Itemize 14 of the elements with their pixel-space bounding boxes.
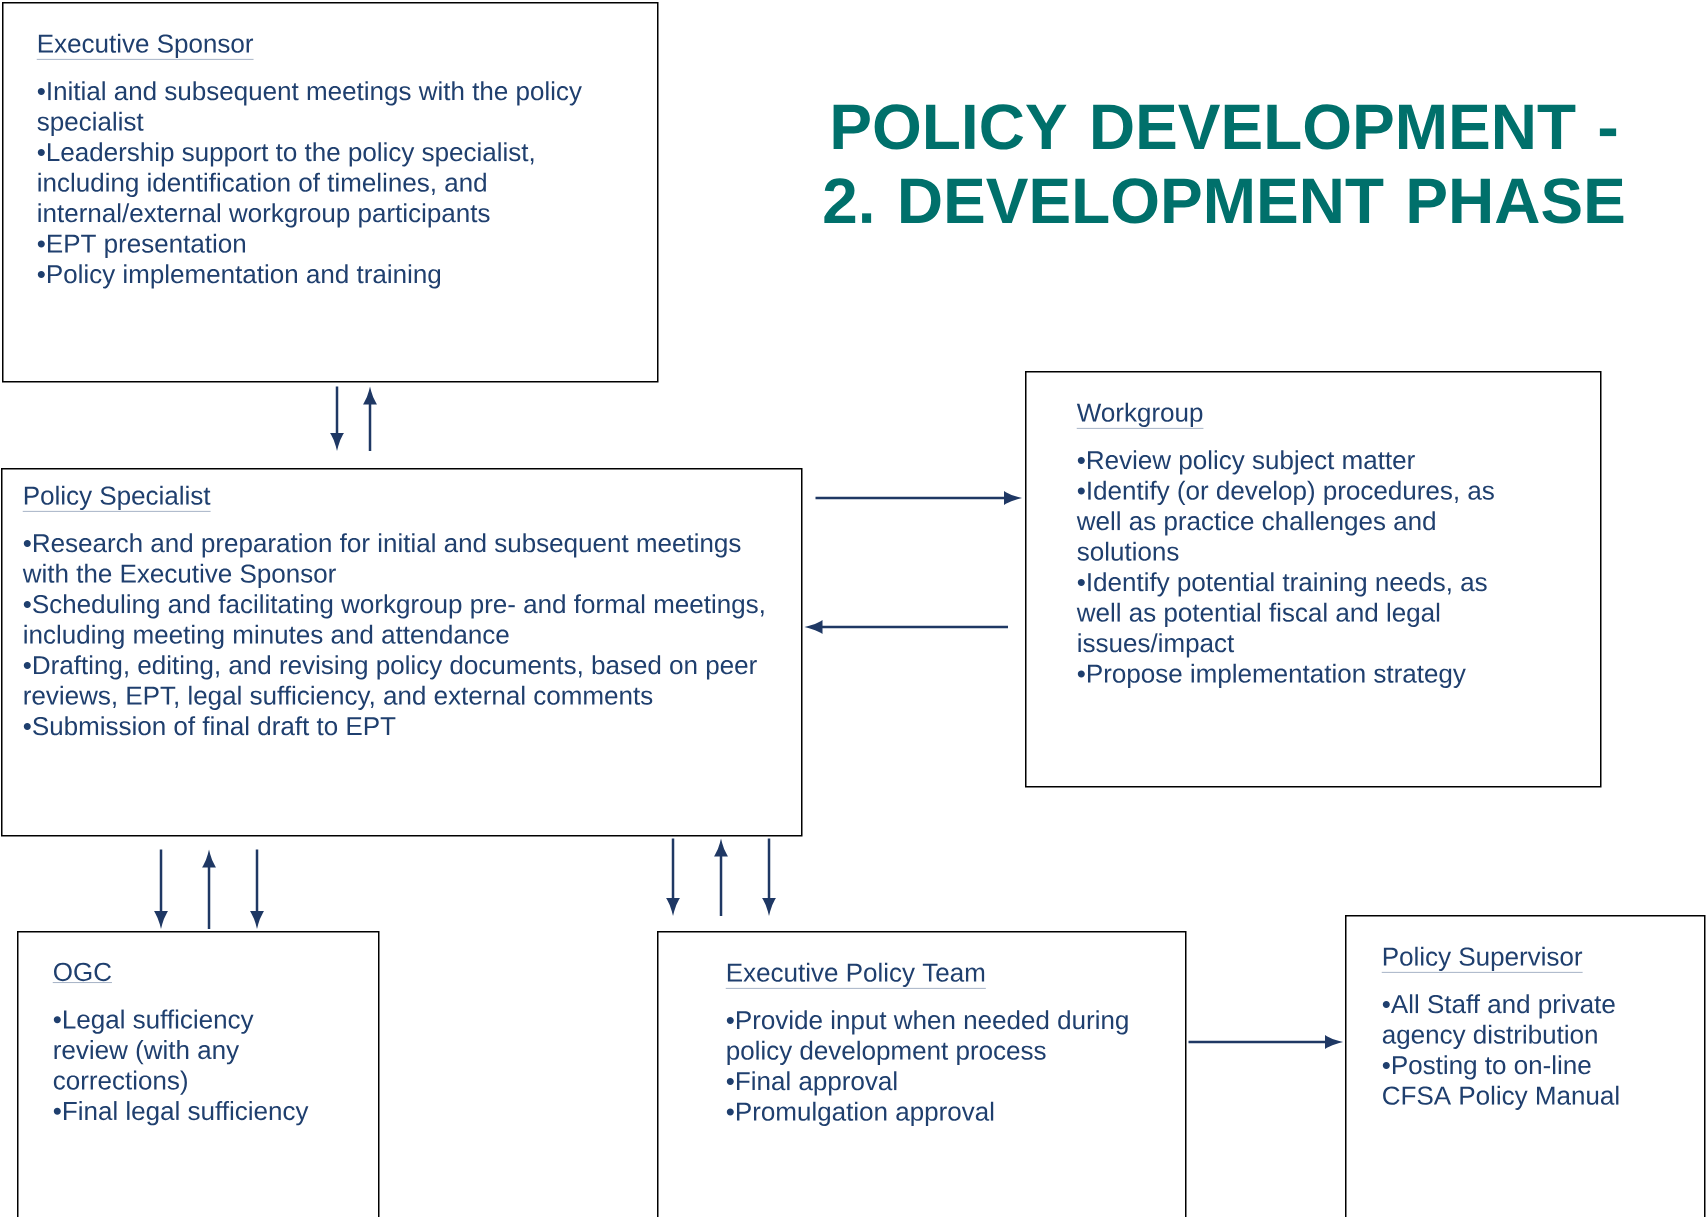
text-box: Executive Sponsor •Initial and subsequent meetings with the policy specialist •Leadership support to the policy specialist, including identification of timelines, and internal/external workgroup participants •EPT presentation •Policy implementation and training: [2, 2, 659, 383]
text-box: OGC •Legal sufficiency review (with any corrections) •Final legal sufficiency: [17, 931, 380, 1217]
text-box: Policy Supervisor •All Staff and private agency distribution •Posting to on-line CFSA Policy Manual: [1345, 915, 1706, 1217]
arrow: [331, 386, 344, 448]
title: POLICY DEVELOPMENT - 2. DEVELOPMENT PHASE: [824, 104, 1624, 224]
arrow: [815, 491, 1019, 505]
text-box: Workgroup •Review policy subject matter •Identify (or develop) procedures, as well as practice challenges and solutions •Identify potential training needs, as well as potential fiscal and legal issues/impact •Propose implementation strategy: [1025, 371, 1602, 788]
arrow: [667, 838, 680, 913]
arrow: [155, 849, 168, 926]
text-box: Executive Policy Team •Provide input when needed during policy development process •Final approval •Promulgation approval: [657, 931, 1187, 1217]
arrow: [1188, 1035, 1340, 1049]
arrow: [250, 849, 264, 926]
arrow: [763, 838, 776, 913]
text-box: Policy Specialist •Research and preparation for initial and subsequent meetings with the Executive Sponsor •Scheduling and facilitating workgroup pre- and formal meetings, including meeting minutes and attendance •Drafting, editing, and revising policy documents, based on peer reviews, EPT, legal sufficiency, and external comments •Submission of final draft to EPT: [1, 468, 803, 837]
